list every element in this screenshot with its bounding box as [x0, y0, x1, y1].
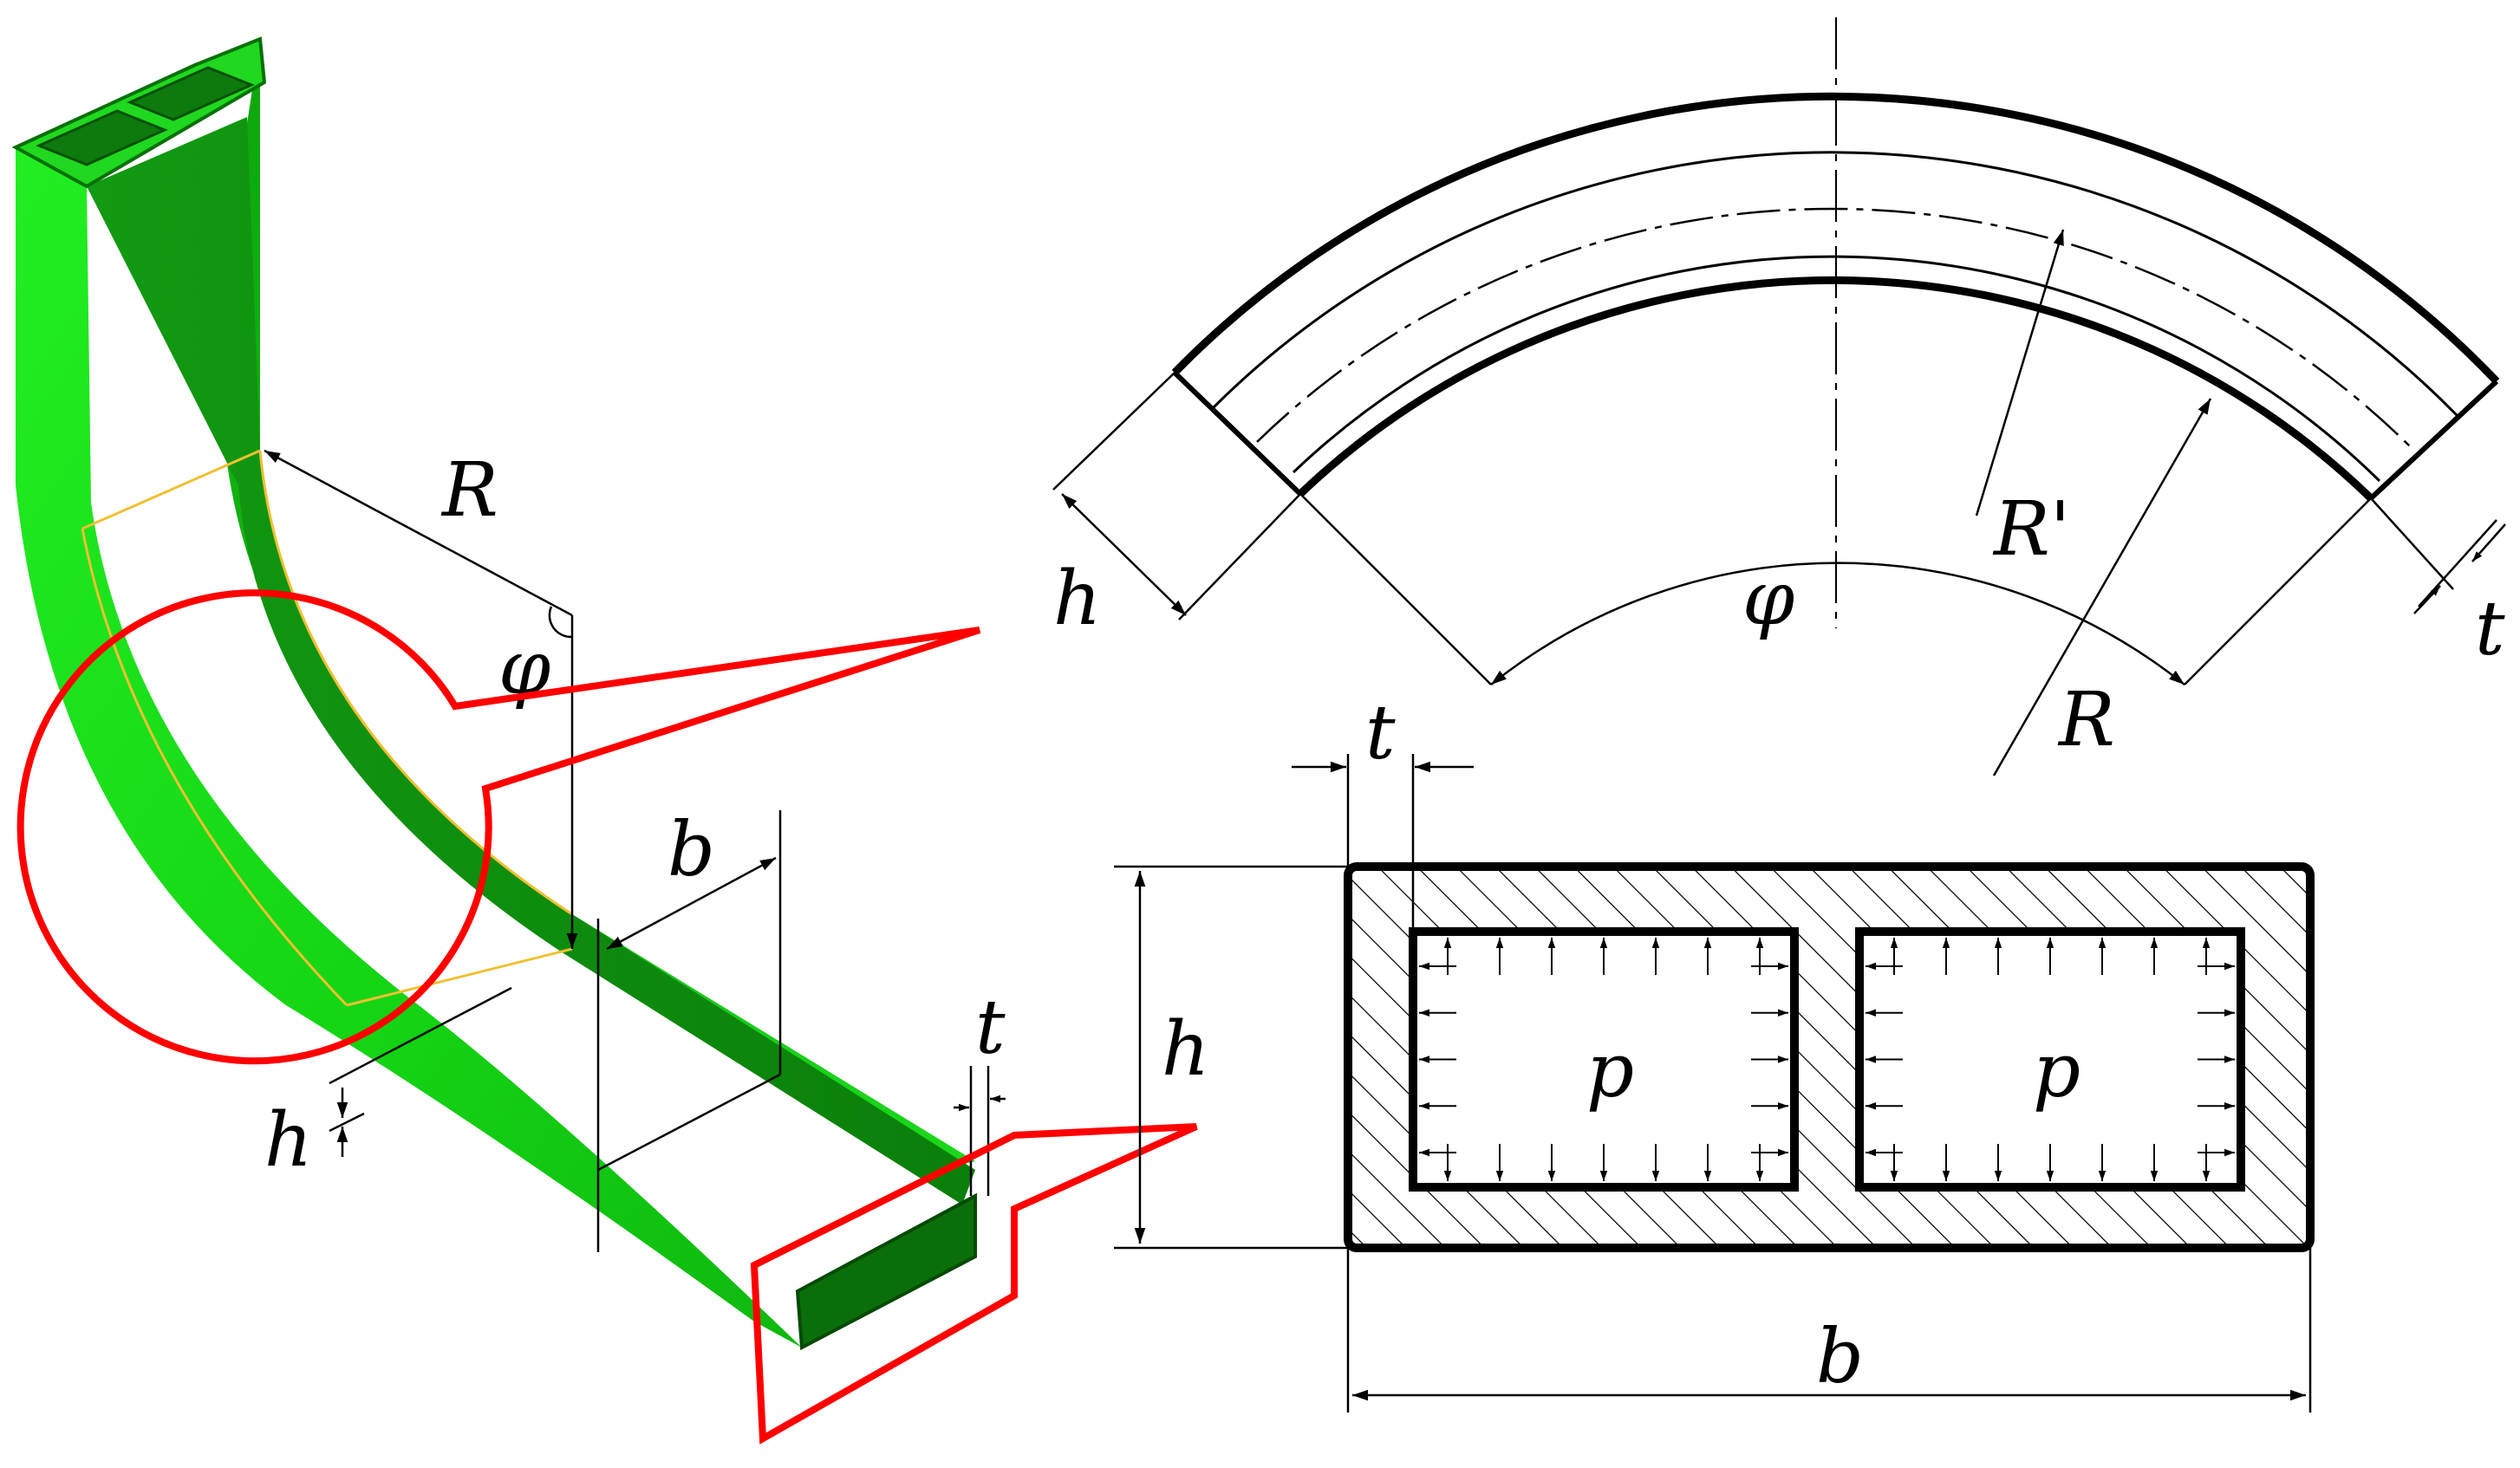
- bend-label-phi: φ: [1742, 555, 1794, 642]
- section-label-p-right: p: [2033, 1028, 2080, 1114]
- bend-view: [1052, 17, 2506, 776]
- cross-section: [1114, 754, 2315, 1413]
- bend-start-seam: [81, 449, 261, 530]
- bend-label-R-prime: R': [1992, 486, 2070, 573]
- pressure-arrows: [1419, 938, 2235, 1181]
- bend-label-t: t: [2475, 586, 2505, 672]
- section-label-h: h: [1162, 1006, 1209, 1093]
- iso-label-R: R: [440, 447, 498, 534]
- top-cell-left: [36, 109, 168, 166]
- section-label-p-left: p: [1586, 1028, 1634, 1114]
- tube-bottom-end: [795, 1192, 977, 1351]
- top-cell-right: [127, 66, 255, 121]
- iso-label-b: b: [667, 807, 715, 893]
- iso-tube-model: [11, 36, 977, 1351]
- bend-callout: [16, 589, 981, 1065]
- iso-label-h: h: [264, 1097, 312, 1184]
- iso-label-t: t: [975, 984, 1006, 1071]
- bend-label-h: h: [1053, 555, 1101, 642]
- tube-front-face: [16, 147, 802, 1348]
- iso-dimensions: [264, 449, 1006, 1252]
- section-callout: [750, 1123, 1198, 1445]
- bend-label-R: R: [2057, 677, 2115, 763]
- section-label-t: t: [1365, 690, 1396, 776]
- section-label-b: b: [1816, 1314, 1864, 1400]
- bend-outer-seam: [81, 528, 348, 1007]
- bend-end-seam: [346, 947, 573, 1007]
- bend-inner-seam: [258, 450, 573, 916]
- tube-side-face: [87, 117, 975, 1205]
